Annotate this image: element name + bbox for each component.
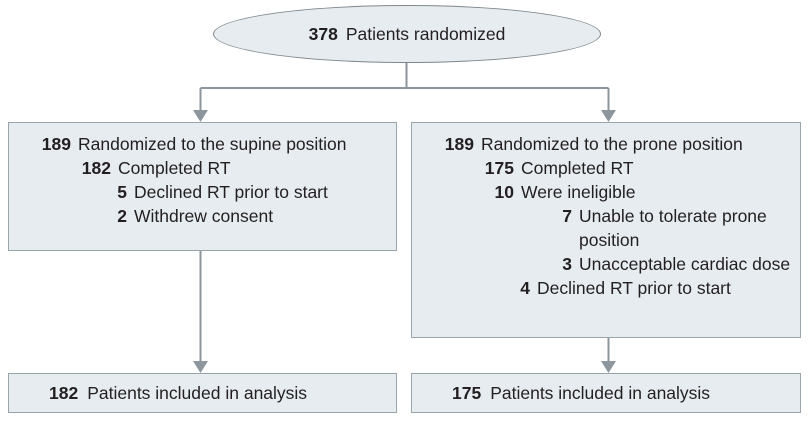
enrollment-label: Patients randomized bbox=[345, 23, 506, 44]
row-count: 4 bbox=[520, 278, 530, 298]
enrollment-node: 378 Patients randomized bbox=[213, 5, 601, 63]
prone-analysis-line: 175 Patients included in analysis bbox=[412, 374, 800, 412]
row-count: 189 bbox=[444, 134, 474, 154]
table-row: 189 Randomized to the supine position bbox=[17, 132, 388, 156]
row-count: 3 bbox=[562, 254, 572, 274]
supine-analysis-node: 182 Patients included in analysis bbox=[8, 373, 397, 413]
prone-analysis-node: 175 Patients included in analysis bbox=[411, 373, 801, 413]
table-row: 175 Completed RT bbox=[420, 156, 792, 180]
row-count: 182 bbox=[81, 158, 111, 178]
prone-allocation-node: 189 Randomized to the prone position 175… bbox=[411, 122, 801, 338]
row-count: 189 bbox=[41, 134, 71, 154]
table-row: 5 Declined RT prior to start bbox=[17, 180, 388, 204]
row-count: 5 bbox=[117, 182, 127, 202]
row-label: Randomized to the supine position bbox=[78, 134, 347, 154]
row-label: Were ineligible bbox=[521, 182, 636, 202]
supine-analysis-arrowhead bbox=[193, 361, 208, 373]
table-row: 182 Completed RT bbox=[17, 156, 388, 180]
prone-analysis-count: 175 bbox=[452, 382, 482, 403]
enrollment-count: 378 bbox=[308, 23, 338, 44]
row-count: 2 bbox=[117, 206, 127, 226]
row-label: Withdrew consent bbox=[134, 206, 274, 226]
table-row: 189 Randomized to the prone position bbox=[420, 132, 792, 156]
row-label: Randomized to the prone position bbox=[481, 134, 743, 154]
table-row: 3 Unacceptable cardiac dose bbox=[420, 252, 792, 276]
enrollment-line: 378 Patients randomized bbox=[309, 24, 506, 45]
supine-analysis-line: 182 Patients included in analysis bbox=[9, 374, 396, 412]
left-branch-arrowhead bbox=[193, 110, 208, 122]
supine-allocation-node: 189 Randomized to the supine position 18… bbox=[8, 122, 397, 251]
row-label: Unacceptable cardiac dose bbox=[579, 254, 791, 274]
supine-analysis-label: Patients included in analysis bbox=[87, 382, 308, 403]
right-branch-arrowhead bbox=[601, 110, 616, 122]
prone-row-list: 189 Randomized to the prone position 175… bbox=[412, 123, 800, 300]
row-count: 10 bbox=[494, 182, 514, 202]
row-count: 7 bbox=[562, 206, 572, 226]
table-row: 7 Unable to tolerate prone position bbox=[420, 204, 792, 252]
row-label: Completed RT bbox=[521, 158, 634, 178]
table-row: 10 Were ineligible bbox=[420, 180, 792, 204]
row-label: Declined RT prior to start bbox=[537, 278, 731, 298]
supine-analysis-count: 182 bbox=[49, 382, 79, 403]
prone-analysis-label: Patients included in analysis bbox=[490, 382, 711, 403]
prone-analysis-arrowhead bbox=[601, 361, 616, 373]
table-row: 4 Declined RT prior to start bbox=[420, 276, 792, 300]
supine-row-list: 189 Randomized to the supine position 18… bbox=[9, 123, 396, 228]
row-label: Declined RT prior to start bbox=[134, 182, 328, 202]
row-count: 175 bbox=[484, 158, 514, 178]
row-label: Unable to tolerate prone position bbox=[579, 206, 767, 250]
table-row: 2 Withdrew consent bbox=[17, 204, 388, 228]
row-label: Completed RT bbox=[118, 158, 231, 178]
